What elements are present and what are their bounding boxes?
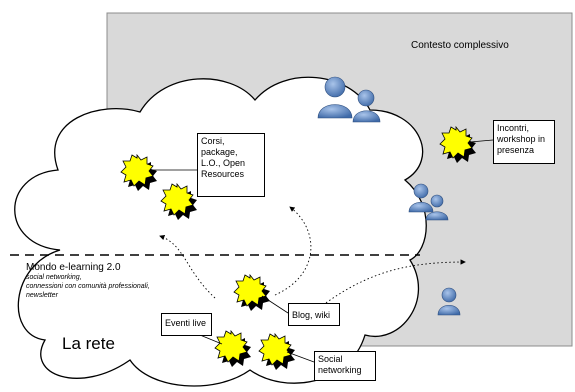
elearning-line-3: newsletter	[26, 292, 58, 299]
dotted-arrow	[159, 234, 216, 299]
person-icon	[437, 287, 461, 316]
callout-corsi: Corsi, package, L.O., Open Resources	[197, 133, 265, 197]
context-title: Contesto complessivo	[411, 40, 509, 51]
elearning-line-1: social networking,	[26, 274, 82, 281]
callout-pointer	[469, 139, 494, 143]
star-burst-icon	[439, 125, 476, 163]
star-burst-icon	[120, 153, 157, 191]
callout-pointer	[261, 295, 289, 314]
network-title: La rete	[62, 334, 115, 353]
people-icon	[317, 76, 381, 123]
callout-pointer	[199, 334, 223, 345]
callout-pointer	[286, 351, 315, 363]
elearning-title: Mondo e-learning 2.0	[26, 262, 121, 273]
callout-incontri: Incontri, workshop in presenza	[493, 120, 555, 164]
elearning-line-2: connessioni con comunità professionali,	[26, 283, 150, 290]
callout-blog: Blog, wiki	[288, 303, 340, 326]
star-burst-icon	[214, 329, 251, 367]
people-icon	[408, 183, 449, 221]
star-burst-icon	[160, 182, 197, 220]
callout-eventi: Eventi live	[161, 313, 212, 336]
star-burst-icon	[258, 332, 295, 370]
star-burst-icon	[233, 273, 270, 311]
callout-social: Social networking	[314, 351, 376, 381]
